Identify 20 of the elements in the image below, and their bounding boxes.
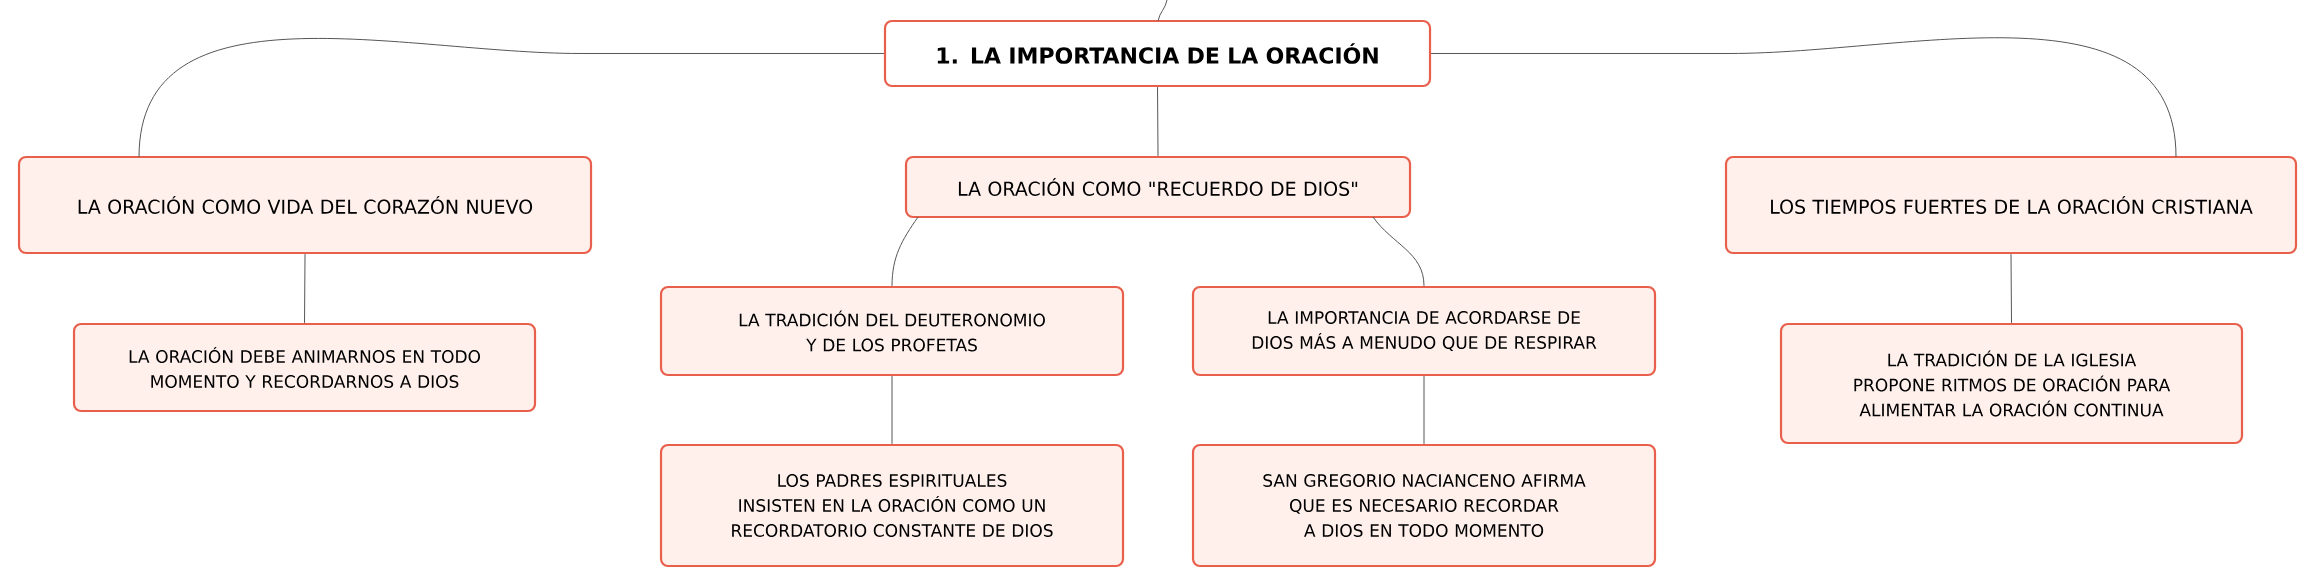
topic-box: LA ORACIÓN COMO VIDA DEL CORAZÓN NUEVO (17, 155, 593, 255)
topic-box: LA TRADICIÓN DE LA IGLESIA PROPONE RITMOS DE ORACIÓN PARA ALIMENTAR LA ORACIÓN CONTINUA (1779, 322, 2244, 445)
topic-box: LOS TIEMPOS FUERTES DE LA ORACIÓN CRISTIANA (1724, 155, 2298, 255)
connector-line (1372, 216, 1425, 287)
connector-line (1157, 0, 1168, 22)
topic-box: LA ORACIÓN DEBE ANIMARNOS EN TODO MOMENTO Y RECORDARNOS A DIOS (72, 322, 537, 413)
connector-line (1423, 375, 1425, 445)
title-box: 1. LA IMPORTANCIA DE LA ORACIÓN (883, 19, 1432, 88)
topic-box: SAN GREGORIO NACIANCENO AFIRMA QUE ES NECESARIO RECORDAR A DIOS EN TODO MOMENTO (1191, 443, 1657, 568)
connector-line (1157, 86, 1159, 157)
connector-line (2010, 253, 2012, 324)
connector-line (304, 253, 306, 324)
connector-line (891, 216, 919, 287)
connector-line (891, 375, 893, 445)
topic-box: LA TRADICIÓN DEL DEUTERONOMIO Y DE LOS PROFETAS (659, 285, 1125, 377)
topic-box: LOS PADRES ESPIRITUALES INSISTEN EN LA ORACIÓN COMO UN RECORDATORIO CONSTANTE DE DIOS (659, 443, 1125, 568)
topic-box: LA IMPORTANCIA DE ACORDARSE DE DIOS MÁS A MENUDO QUE DE RESPIRAR (1191, 285, 1657, 377)
connector-line (138, 38, 885, 158)
topic-box: LA ORACIÓN COMO "RECUERDO DE DIOS" (904, 155, 1412, 219)
connector-line (1430, 37, 2177, 158)
